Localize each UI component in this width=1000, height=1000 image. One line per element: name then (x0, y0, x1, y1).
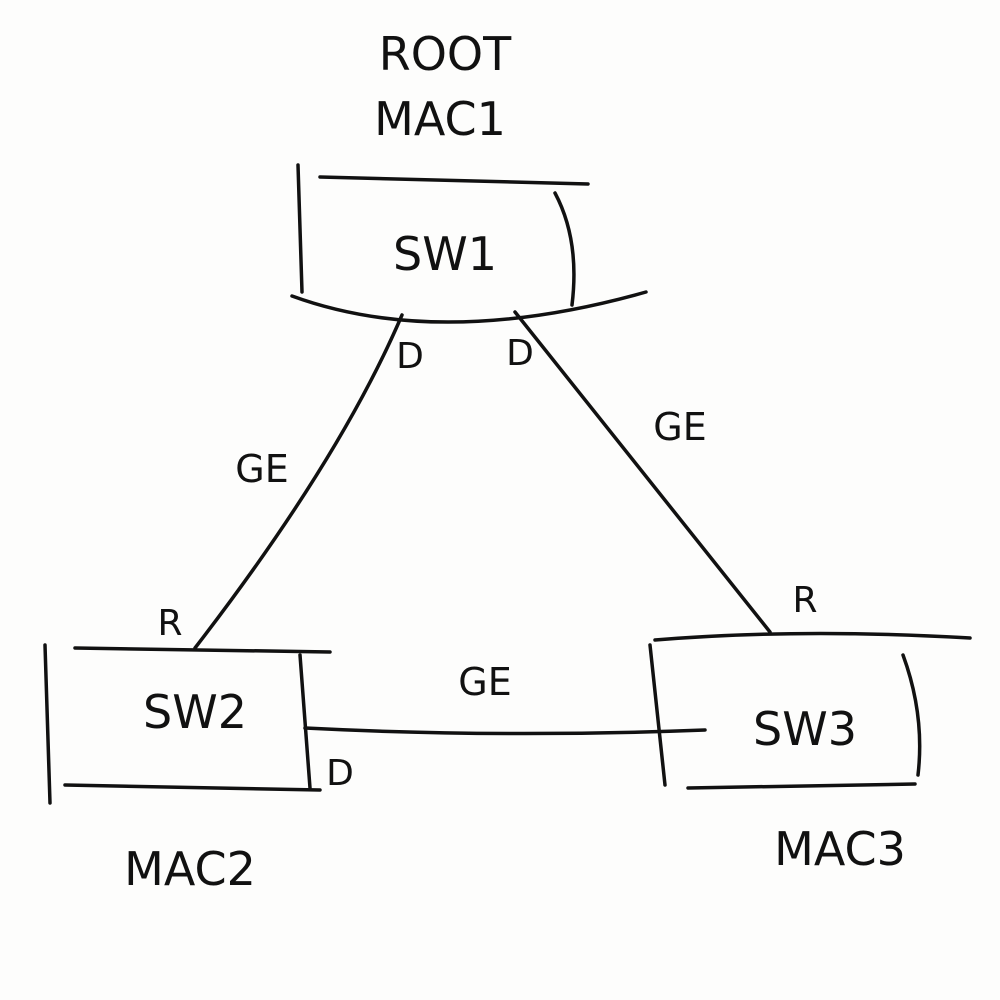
root-label: ROOT (379, 27, 512, 81)
sw1-port-to-sw3: D (506, 333, 534, 374)
sw2-port-to-sw1: R (157, 603, 182, 644)
link-sw1-sw2-label: GE (235, 447, 288, 491)
sw3-box (648, 631, 972, 790)
sw3-mac-label: MAC3 (774, 822, 906, 876)
sw1-port-to-sw2: D (396, 336, 424, 377)
sw2-port-to-sw3: D (326, 753, 354, 794)
sw1-box (290, 163, 648, 324)
sw2-box (43, 643, 332, 805)
link-sw2-sw3-label: GE (458, 660, 511, 704)
sw3-name: SW3 (753, 702, 857, 756)
sw1-mac-label: MAC1 (374, 92, 506, 146)
sw1-name: SW1 (393, 227, 497, 281)
sw2-name: SW2 (143, 685, 247, 739)
link-sw2-sw3 (303, 726, 707, 736)
link-sw1-sw3 (513, 310, 772, 634)
sw2-mac-label: MAC2 (124, 842, 256, 896)
link-sw1-sw3-label: GE (653, 405, 706, 449)
sw3-port-to-sw1: R (792, 580, 817, 621)
link-sw1-sw2 (193, 313, 404, 650)
